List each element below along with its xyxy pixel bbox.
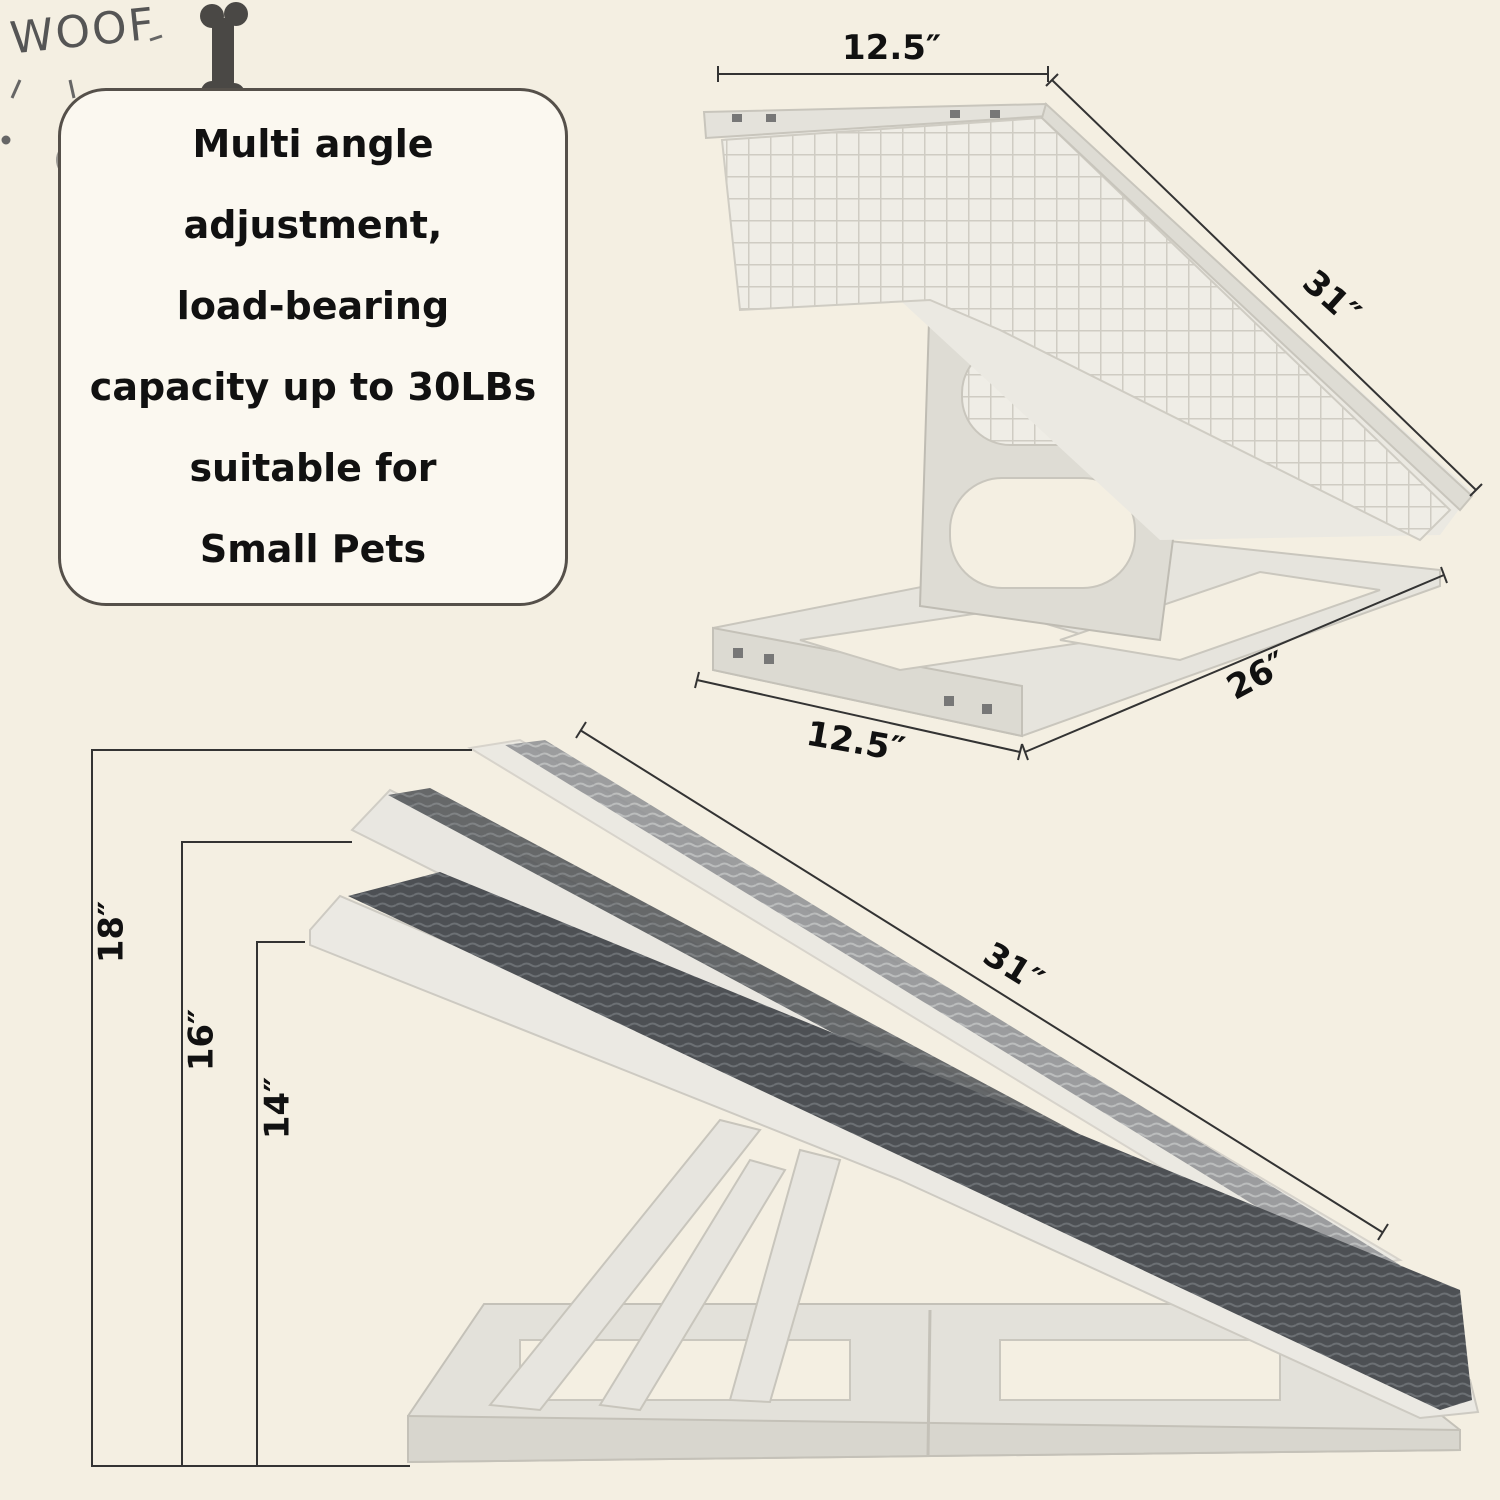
- feature-line: Multi angle: [192, 122, 434, 166]
- dim-height-14: 14″: [257, 1076, 298, 1140]
- bottom-ramp: [309, 738, 1480, 1464]
- feature-line: suitable for: [189, 446, 437, 490]
- feature-line: adjustment,: [183, 203, 443, 247]
- feature-line: capacity up to 30LBs: [89, 365, 537, 409]
- dim-height-16: 16″: [181, 1008, 222, 1072]
- top-ramp: [702, 102, 1474, 738]
- feature-line: load-bearing: [176, 284, 450, 328]
- feature-line: Small Pets: [199, 527, 427, 571]
- dim-top-width: 12.5″: [842, 28, 942, 68]
- top-dimension-lines: [694, 66, 1483, 761]
- bottom-dimension-lines: [91, 721, 1389, 1467]
- feature-card: Multi angle adjustment, load-bearing cap…: [58, 88, 568, 606]
- dim-height-18: 18″: [91, 900, 132, 964]
